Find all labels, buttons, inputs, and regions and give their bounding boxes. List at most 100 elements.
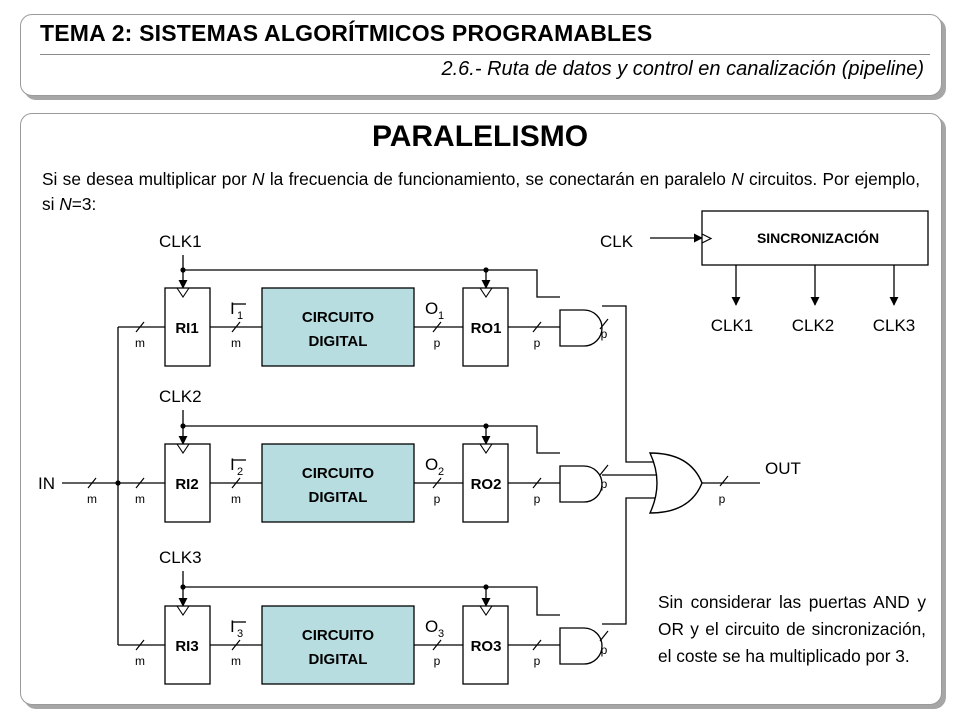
bus-width-label: m [87, 492, 97, 506]
clock-distribution-wire [183, 269, 560, 298]
intro-text: la frecuencia de funcionamiento, se cone… [264, 169, 732, 189]
bus-width-label: p [534, 654, 541, 668]
bus-width-label: m [135, 654, 145, 668]
and-gate [559, 627, 603, 665]
slide-header-title: TEMA 2: SISTEMAS ALGORÍTMICOS PROGRAMABL… [40, 20, 653, 46]
stage-clock-label: CLK1 [159, 232, 202, 251]
bus-width-slash [231, 639, 241, 651]
bus-width-slash [87, 477, 97, 489]
input-register-label: RI2 [175, 476, 198, 493]
output-register [462, 287, 509, 367]
input-register-label: RI3 [175, 638, 198, 655]
sync-block-label: SINCRONIZACIÓN [757, 229, 879, 246]
bus-width-slash [532, 639, 542, 651]
sync-block [701, 210, 929, 266]
register-clock-triangle [479, 443, 493, 454]
bus-width-label: m [231, 336, 241, 350]
input-label: IN [38, 474, 55, 493]
junction-dot [180, 423, 186, 429]
digital-circuit-block [261, 443, 415, 523]
bus-width-slash [599, 318, 609, 330]
junction-dot [483, 267, 489, 273]
header-panel [20, 14, 942, 96]
bus-width-label: p [601, 643, 608, 657]
intro-variable: N [731, 169, 744, 189]
header-divider [40, 54, 930, 55]
and3-to-or-wire [602, 497, 656, 625]
input-signal-label: I [230, 617, 235, 636]
bus-width-label: p [601, 327, 608, 341]
digital-circuit-label: DIGITAL [309, 333, 368, 350]
intro-variable: N [252, 169, 265, 189]
digital-circuit-label: CIRCUITO [302, 465, 375, 482]
sync-clock-triangle [701, 233, 713, 244]
bus-width-label: p [534, 336, 541, 350]
clk-label: CLK [600, 232, 634, 251]
bus-width-label: p [601, 477, 608, 491]
bus-width-slash [231, 477, 241, 489]
output-signal-label: O [425, 455, 438, 474]
and-gate [559, 465, 603, 503]
bus-width-slash [135, 639, 145, 651]
output-signal-index: 1 [438, 310, 444, 322]
bus-width-label: m [231, 654, 241, 668]
bus-width-label: p [434, 492, 441, 506]
bus-width-slash [231, 321, 241, 333]
intro-text: Si se desea multiplicar por [42, 169, 253, 189]
clock-distribution-wire [183, 586, 560, 616]
bus-width-slash [432, 639, 442, 651]
input-signal-index: 1 [237, 310, 243, 322]
section-title: PARALELISMO [371, 120, 589, 153]
bus-width-label: p [719, 492, 726, 506]
input-signal-label: I [230, 455, 235, 474]
intro-text: =3: [71, 194, 97, 214]
bus-width-slash [135, 477, 145, 489]
digital-circuit-label: DIGITAL [309, 489, 368, 506]
input-register-label: RI1 [175, 320, 198, 337]
and-gate [559, 309, 603, 347]
register-clock-triangle [176, 443, 190, 454]
digital-circuit-label: DIGITAL [309, 651, 368, 668]
register-clock-triangle [176, 287, 190, 298]
bus-width-slash [532, 321, 542, 333]
bus-width-slash [532, 477, 542, 489]
digital-circuit-label: CIRCUITO [302, 627, 375, 644]
digital-circuit-block [261, 605, 415, 685]
bus-width-slash [432, 477, 442, 489]
junction-dot [180, 584, 186, 590]
bus-width-label: p [434, 654, 441, 668]
junction-dot [115, 480, 121, 486]
input-register [164, 605, 211, 685]
cost-note: Sin considerar las puertas AND y OR y el… [658, 592, 926, 666]
output-register [462, 443, 509, 523]
bus-width-slash [135, 321, 145, 333]
sync-output-clk1: CLK1 [711, 316, 754, 335]
clock-distribution-wire [183, 425, 560, 454]
junction-dot [483, 584, 489, 590]
digital-circuit-block [261, 287, 415, 367]
register-clock-triangle [479, 287, 493, 298]
slide-header-subtitle: 2.6.- Ruta de datos y control en canaliz… [441, 58, 925, 80]
output-signal-index: 3 [438, 628, 444, 640]
output-register [462, 605, 509, 685]
bus-width-label: p [434, 336, 441, 350]
bus-width-slash [719, 475, 729, 487]
output-label: OUT [765, 459, 801, 478]
output-signal-index: 2 [438, 466, 444, 478]
bus-width-label: m [231, 492, 241, 506]
sync-output-clk3: CLK3 [873, 316, 916, 335]
output-signal-label: O [425, 617, 438, 636]
input-signal-label: I [230, 299, 235, 318]
register-clock-triangle [479, 605, 493, 616]
and1-to-or-wire [602, 305, 656, 463]
bus-width-label: m [135, 336, 145, 350]
stage-clock-label: CLK2 [159, 387, 202, 406]
output-register-label: RO1 [471, 320, 502, 337]
bus-width-label: m [135, 492, 145, 506]
input-register [164, 287, 211, 367]
input-signal-index: 3 [237, 628, 243, 640]
bus-width-slash [599, 630, 609, 642]
input-register [164, 443, 211, 523]
